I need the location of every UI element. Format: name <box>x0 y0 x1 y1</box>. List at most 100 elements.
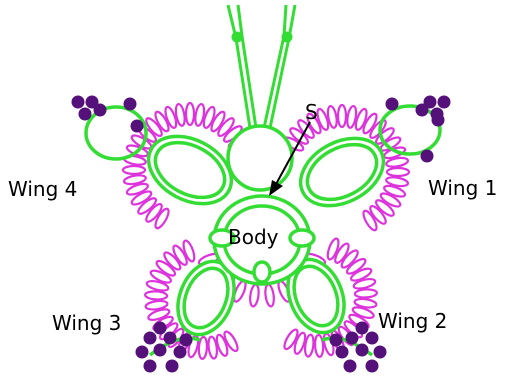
wing-3-picot <box>145 279 170 292</box>
wing-2-picot <box>353 297 378 309</box>
wing-1-picot <box>289 127 310 145</box>
bead <box>329 333 343 347</box>
bead <box>123 97 137 111</box>
wing-4-picot <box>145 202 163 223</box>
bead <box>365 331 379 345</box>
wing-1-picot <box>346 104 358 129</box>
wing-4-picot <box>122 174 147 186</box>
antenna-right-joint <box>281 31 293 43</box>
antenna-right <box>268 4 297 129</box>
wing-1-picot <box>306 112 322 135</box>
wing-2-picot <box>351 306 375 319</box>
bead <box>135 345 149 359</box>
wing-1-picot <box>362 112 378 135</box>
bead <box>173 345 187 359</box>
body-picot <box>249 283 260 308</box>
wing-2-picot <box>283 328 299 351</box>
bead <box>345 331 359 345</box>
wing-1-picot <box>362 209 378 232</box>
wing-3-picot <box>147 308 171 321</box>
wing-2-picot <box>345 257 367 275</box>
wing-1-picot <box>336 103 348 129</box>
wing-1-picot <box>354 107 368 131</box>
wing-4-picot <box>217 117 235 138</box>
wing-3-picot <box>223 330 239 353</box>
wing-3-picot <box>155 259 177 277</box>
wing-2-picot <box>293 331 307 355</box>
wing-3-picot <box>149 269 172 284</box>
bead <box>385 97 399 111</box>
head-and-body <box>208 124 316 286</box>
start-arrow <box>269 121 311 196</box>
wing-4-label: Wing 4 <box>8 177 77 201</box>
wing-2-label: Wing 2 <box>378 309 447 333</box>
bead <box>415 103 429 117</box>
body-picot <box>264 283 275 308</box>
bead <box>335 345 349 359</box>
wing-3-picot <box>144 299 169 311</box>
wing-2-ring-inner <box>292 264 340 328</box>
bead <box>343 359 357 373</box>
bead <box>143 331 157 345</box>
wing-3-picot <box>182 239 196 263</box>
wing-4-picot <box>137 197 158 215</box>
wing-2-picot <box>350 267 373 282</box>
start-arrow-head <box>269 180 283 196</box>
start-arrow-line <box>274 121 311 187</box>
wing-3-picot <box>215 333 229 357</box>
wing-4-picot <box>130 190 153 206</box>
wing-4-picot <box>184 101 196 127</box>
wing-3-picot <box>163 251 182 271</box>
wing-4-picot <box>154 207 170 230</box>
body-tail <box>252 260 272 284</box>
wing-2-picot <box>326 237 340 261</box>
wing-4-picot <box>174 102 186 127</box>
wing-1-picot <box>383 184 407 198</box>
head-ring <box>226 124 294 192</box>
wing-2-picot <box>313 333 325 358</box>
wing-4-picot <box>121 164 147 176</box>
start-label: S <box>305 100 318 124</box>
wing-2-picot <box>352 277 377 290</box>
bead <box>85 95 99 109</box>
wing-1-tip-ring <box>378 104 442 156</box>
wing-3-picot <box>197 335 209 360</box>
bead <box>437 95 451 109</box>
bead <box>153 321 167 335</box>
body-label: Body <box>228 225 279 249</box>
wing-4-picot <box>154 110 170 133</box>
bead <box>420 149 434 163</box>
bead <box>423 95 437 109</box>
wing-1-picot <box>374 127 395 145</box>
wing-4-picot <box>125 182 149 196</box>
wing-3-label: Wing 3 <box>52 311 121 335</box>
wing-3-picot <box>207 335 219 360</box>
bead <box>71 95 85 109</box>
wing-1-picot <box>385 156 410 168</box>
wing-1-picot <box>379 192 402 208</box>
bead <box>355 321 369 335</box>
wing-4-ring-inner <box>153 140 227 200</box>
wing-1-label: Wing 1 <box>428 176 497 200</box>
wing-4-picot <box>164 105 178 129</box>
bead <box>165 359 179 373</box>
wing-2-picot <box>303 333 315 358</box>
wing-4-picot <box>202 105 216 129</box>
bead <box>179 333 193 347</box>
wing-3-picot <box>172 244 188 266</box>
antennae <box>226 4 297 129</box>
antenna-left-joint <box>231 31 243 43</box>
wing-4-picot <box>210 110 226 133</box>
wing-3-picot <box>144 290 169 301</box>
bead <box>143 359 157 373</box>
wing-1-picot <box>369 204 387 225</box>
bead <box>365 359 379 373</box>
bead <box>373 345 387 359</box>
wing-1-picot <box>326 104 338 129</box>
body-side-right <box>288 228 316 248</box>
body-side-left <box>208 228 236 248</box>
wing-4-tip-ring <box>84 105 148 161</box>
wing-4-picot <box>194 102 206 127</box>
